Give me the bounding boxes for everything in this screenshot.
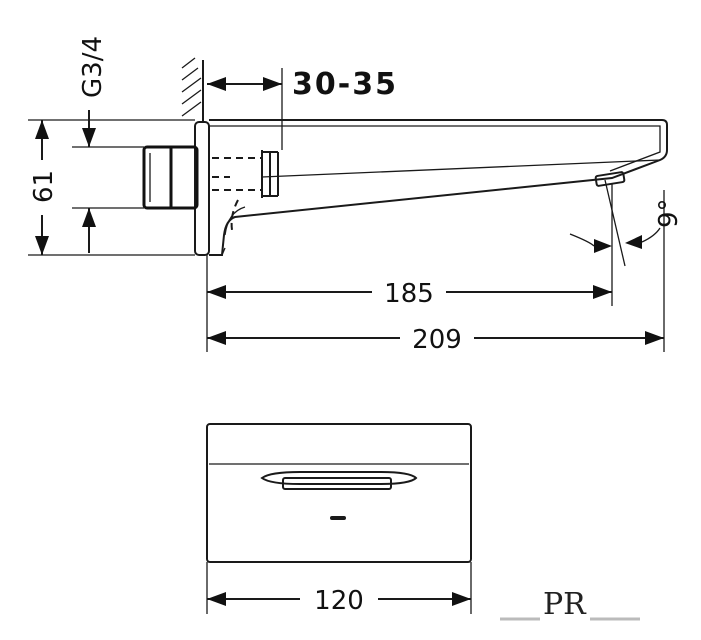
logo-text: PR bbox=[543, 587, 587, 622]
front-body bbox=[206, 423, 472, 563]
watermark-logo: PR bbox=[500, 587, 640, 622]
wall-hatch bbox=[181, 57, 204, 122]
outlet-distance-label: 185 bbox=[384, 279, 434, 309]
hidden-connection bbox=[212, 150, 279, 231]
height-dimension bbox=[35, 120, 49, 255]
total-length-label: 209 bbox=[412, 325, 462, 355]
height-label: 61 bbox=[29, 170, 59, 203]
angle-dimension bbox=[569, 227, 661, 253]
extension-lines bbox=[28, 68, 665, 352]
width-dimension bbox=[206, 562, 472, 614]
thread-dimension bbox=[82, 110, 96, 253]
total-length-dimension bbox=[207, 331, 664, 345]
wall-plate bbox=[194, 121, 210, 256]
side-view: 30-35 G3/4 61 9° bbox=[28, 36, 684, 355]
thread-label: G3/4 bbox=[78, 36, 108, 98]
logo-mark bbox=[330, 516, 346, 520]
outlet-slot bbox=[260, 471, 418, 490]
depth-dimension bbox=[207, 77, 282, 91]
front-view bbox=[206, 423, 472, 563]
spout-body bbox=[209, 119, 668, 256]
aerator-outlet bbox=[594, 171, 626, 267]
width-label: 120 bbox=[314, 586, 364, 616]
angle-label: 9° bbox=[654, 198, 684, 228]
connector-block bbox=[142, 145, 199, 210]
depth-label: 30-35 bbox=[292, 67, 398, 102]
outlet-distance-dimension bbox=[207, 285, 612, 299]
